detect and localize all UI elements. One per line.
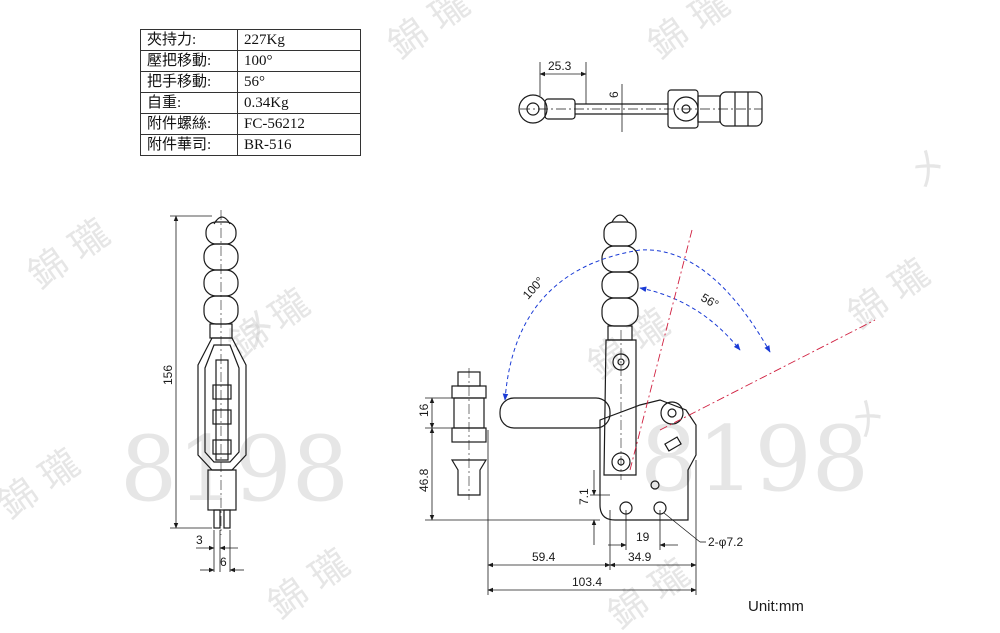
svg-text:錦 瓏: 錦 瓏	[20, 211, 117, 298]
angle-100-label: 100°	[520, 274, 547, 302]
dim-front-103-4: 103.4	[572, 575, 602, 589]
dim-top-height: 6	[607, 91, 621, 98]
svg-text:錦 瓏: 錦 瓏	[260, 541, 357, 628]
svg-text:錦 瓏: 錦 瓏	[640, 0, 737, 67]
svg-text:錦 瓏: 錦 瓏	[840, 251, 937, 338]
dim-front-34-9: 34.9	[628, 550, 652, 564]
svg-text:8198: 8198	[640, 407, 869, 512]
spec-value: BR-516	[237, 134, 361, 156]
dim-top-width: 25.3	[548, 59, 572, 73]
dim-front-46-8: 46.8	[417, 468, 431, 492]
dim-front-59-4: 59.4	[532, 550, 556, 564]
svg-text:錦 瓏: 錦 瓏	[0, 441, 87, 528]
dim-front-16: 16	[417, 403, 431, 417]
side-view	[197, 210, 247, 535]
spec-table: 夾持力:227Kg 壓把移動:100° 把手移動:56° 自重:0.34Kg 附…	[140, 29, 361, 156]
svg-text:㐅: 㐅	[900, 140, 956, 198]
front-view-dim-labels: 16 46.8 7.1 19 59.4 34.9 103.4 2-φ7.2	[417, 403, 743, 589]
dim-side-width-small: 3	[196, 533, 203, 547]
front-view-dims	[425, 397, 706, 595]
dim-side-width: 6	[220, 555, 227, 569]
spec-label: 把手移動:	[140, 71, 238, 93]
unit-label: Unit:mm	[748, 598, 804, 615]
spec-value: FC-56212	[237, 113, 361, 135]
spec-row: 附件華司:BR-516	[140, 134, 361, 156]
watermark: 錦 瓏 錦 瓏 錦 瓏 錦 瓏 錦 瓏 錦 瓏 錦 瓏 錦 瓏 錦 瓏 㐅 㐅 …	[0, 0, 956, 633]
dim-front-7-1: 7.1	[577, 488, 591, 505]
side-view-dims: 156 3 6	[161, 215, 244, 573]
spec-label: 附件華司:	[140, 134, 238, 156]
spec-row: 附件螺絲:FC-56212	[140, 113, 361, 135]
dim-front-19: 19	[636, 530, 650, 544]
svg-text:錦 瓏: 錦 瓏	[380, 0, 477, 67]
dim-side-height: 156	[161, 365, 175, 385]
spec-row: 把手移動:56°	[140, 71, 361, 93]
angle-56-label: 56°	[699, 290, 722, 311]
top-view	[518, 89, 763, 129]
top-view-dims: 25.3 6	[539, 59, 623, 132]
hole-callout: 2-φ7.2	[708, 535, 743, 549]
